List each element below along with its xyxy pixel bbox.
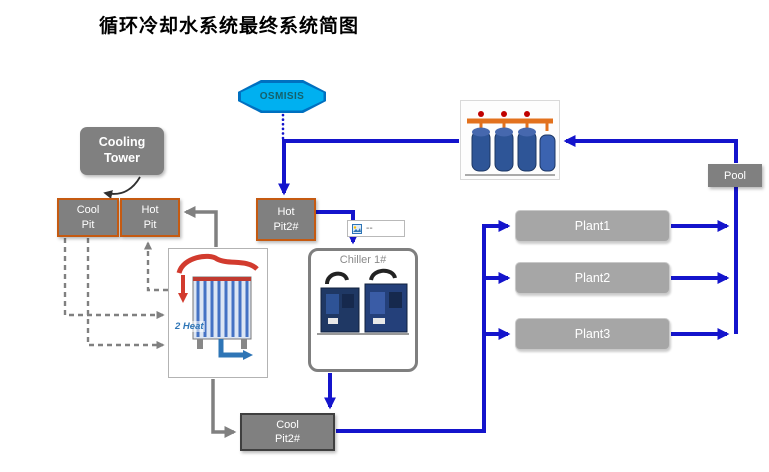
cool-pit-node: Cool Pit — [57, 198, 119, 237]
pool-node: Pool — [708, 164, 762, 187]
hot-pit-line1: Hot — [141, 204, 159, 217]
cool-pit2-line2: Pit2# — [274, 433, 301, 445]
pipe-coolpit2-to-plant1 — [336, 220, 511, 433]
pipe-hx-to-coolpit2 — [211, 379, 237, 438]
object-icon — [352, 223, 362, 234]
pipe-coolpit-to-hx-a — [86, 238, 165, 350]
cooling-tower-node: Cooling Tower — [80, 127, 164, 175]
hot-pit2-line1: Hot — [277, 206, 295, 219]
pipe-hx-to-hotpit — [183, 206, 218, 247]
chiller-label: Chiller 1# — [339, 254, 387, 266]
connector-tag: -- — [347, 220, 405, 237]
cool-pit-line2: Pit — [81, 218, 95, 231]
pipe-pool-to-filters — [563, 135, 738, 163]
diagram-title: 循环冷却水系统最终系统简图 — [99, 16, 360, 37]
pipe-hx-to-hotpit-dashed — [143, 241, 168, 292]
filter-tanks-image — [461, 101, 559, 179]
heat-exchanger-node: 2 Heat — [168, 248, 268, 378]
plant1-node: Plant1 — [515, 210, 670, 242]
arrow-tower-recirculation — [103, 176, 141, 199]
pipe-filters-to-hotpit2 — [278, 139, 459, 196]
chiller-units-image — [315, 266, 411, 340]
cool-pit2-node: Cool Pit2# — [240, 413, 335, 451]
osmisis-node: OSMISIS — [238, 80, 326, 113]
cool-pit-line1: Cool — [76, 204, 100, 217]
plant3-node: Plant3 — [515, 318, 670, 350]
filter-tanks-node — [460, 100, 560, 180]
pipe-coolpit-to-hx-b — [63, 238, 165, 320]
heat-exchanger-caption: 2 Heat — [174, 321, 205, 332]
connector-tag-text: -- — [366, 223, 373, 234]
osmisis-label: OSMISIS — [240, 82, 324, 111]
hot-pit-line2: Pit — [143, 218, 157, 231]
hot-pit2-node: Hot Pit2# — [256, 198, 316, 241]
chiller-node: Chiller 1# — [308, 248, 418, 372]
hot-pit-node: Hot Pit — [120, 198, 180, 237]
plant2-node: Plant2 — [515, 262, 670, 294]
cool-pit2-line1: Cool — [276, 418, 299, 431]
hot-pit2-line2: Pit2# — [273, 220, 299, 233]
heat-exchanger-image — [169, 249, 267, 377]
